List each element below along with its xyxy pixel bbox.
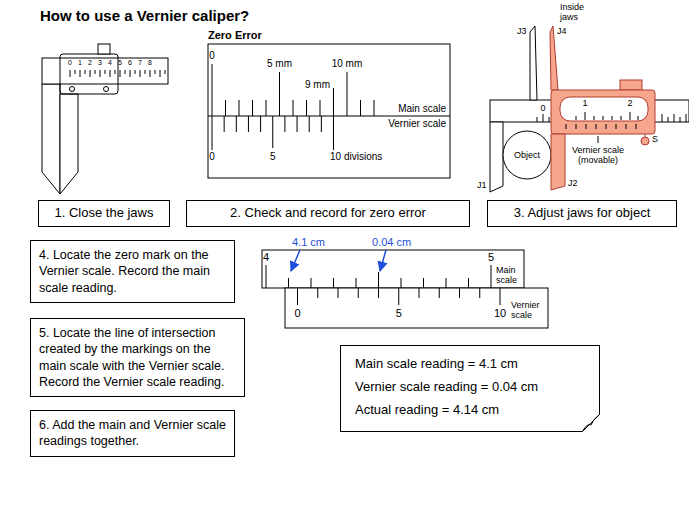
caption-text: 1. Close the jaws <box>55 205 154 222</box>
main-scale-ticks <box>212 64 374 150</box>
scale-name: Vernier scale <box>511 300 545 321</box>
scale-number: 5 <box>396 307 402 320</box>
scale-number: 0 <box>209 151 215 163</box>
reading-callout: 0.04 cm <box>372 236 411 249</box>
jaw-label: J3 <box>517 26 527 36</box>
caption-box: 3. Adjust jaws for object <box>487 200 677 227</box>
scale-name: Vernier scale <box>388 118 446 130</box>
reading-text: Main scale reading = 4.1 cm <box>355 356 585 373</box>
scale-name: Main scale <box>496 265 524 286</box>
vernier-reading-example <box>262 250 548 328</box>
scale-number: 5 <box>270 151 276 163</box>
scale-divider <box>208 116 450 117</box>
scale-number: 2 <box>88 59 92 67</box>
fold-curl <box>583 414 600 431</box>
scale-window <box>560 97 648 121</box>
main-scale-ticks <box>266 265 491 288</box>
part-name: Vernier scale (movable) <box>565 145 631 166</box>
caption-box: 1. Close the jaws <box>38 200 170 227</box>
thumb-knob <box>620 80 642 90</box>
fixed-jaw <box>42 84 60 194</box>
scale-number: 4 <box>263 251 269 264</box>
part-name: Inside jaws <box>560 2 600 23</box>
scale-number: 3 <box>98 59 102 67</box>
step-text: 6. Add the main and Vernier scale readin… <box>39 417 226 450</box>
leader-line <box>598 136 599 143</box>
scale-number: 9 mm <box>305 79 330 91</box>
scale-number: 10 mm <box>332 58 363 70</box>
main-scale-bar <box>262 250 524 288</box>
jaw-label: J1 <box>477 180 487 190</box>
part-name: Object <box>514 150 540 160</box>
object <box>503 131 551 179</box>
reading-arrow <box>380 250 386 271</box>
corner-mask <box>582 414 600 432</box>
figure-heading: Zero Error <box>208 29 262 42</box>
main-beam <box>42 58 168 84</box>
window-ticks <box>576 112 638 120</box>
scale-name: Main scale <box>398 103 446 115</box>
scale-number: 5 <box>118 59 122 67</box>
thumb-screw <box>98 44 110 54</box>
scale-number: 5 <box>488 251 494 264</box>
part-name: S <box>652 134 658 144</box>
scale-number: 4 <box>108 59 112 67</box>
slider <box>60 54 118 94</box>
movable-jaw <box>60 94 78 194</box>
step-box: 6. Add the main and Vernier scale readin… <box>30 410 235 457</box>
closed-caliper <box>42 44 168 194</box>
inside-jaw <box>530 26 537 100</box>
lock-screw <box>641 137 649 145</box>
scale-number: 0 <box>209 50 215 62</box>
vernier-slider-part <box>550 26 655 190</box>
step-text: 4. Locate the zero mark on the Vernier s… <box>39 247 226 296</box>
scale-number: 8 <box>148 59 152 67</box>
jaw-label: J4 <box>557 26 567 36</box>
scale-number: 0 <box>540 103 545 113</box>
folded-corner <box>582 414 600 432</box>
scale-number: 1 <box>582 98 587 108</box>
caliper-measuring-object <box>490 26 689 192</box>
reading-text: Vernier scale reading = 0.04 cm <box>355 379 585 396</box>
scale-number: 10 divisions <box>330 151 382 163</box>
reading-arrow <box>291 250 300 271</box>
caption-text: 2. Check and record for zero error <box>230 205 426 222</box>
scale-frame <box>208 44 450 178</box>
vernier-scale-ticks <box>224 116 321 148</box>
scale-number: 10 <box>494 307 506 320</box>
vernier-scale-bar <box>285 288 548 328</box>
movable-jaw <box>551 134 565 190</box>
scale-number: 1 <box>78 59 82 67</box>
scale-number: 6 <box>128 59 132 67</box>
fold-edge <box>583 414 600 431</box>
step-text: 5. Locate the line of intersection creat… <box>39 325 236 390</box>
zero-error-scale <box>208 44 450 178</box>
jaw-label: J2 <box>568 178 578 188</box>
scale-number: 2 <box>627 98 632 108</box>
slider-vernier-ticks <box>566 124 636 129</box>
screw <box>70 87 75 92</box>
caption-text: 3. Adjust jaws for object <box>514 205 651 222</box>
scale-number: 0 <box>68 59 72 67</box>
reading-text: Actual reading = 4.14 cm <box>355 402 585 419</box>
inside-jaw <box>550 26 558 90</box>
screw <box>104 87 109 92</box>
vernier-slider <box>551 90 655 134</box>
caption-box: 2. Check and record for zero error <box>186 200 470 227</box>
scale-number: 0 <box>294 307 300 320</box>
vernier-scale-ticks <box>298 288 501 305</box>
fixed-jaw <box>490 122 503 192</box>
page-title: How to use a Vernier caliper? <box>40 7 249 24</box>
scale-number: 5 mm <box>267 58 292 70</box>
step-box: 4. Locate the zero mark on the Vernier s… <box>30 240 235 303</box>
scale-number: 7 <box>138 59 142 67</box>
reading-note: Main scale reading = 4.1 cm Vernier scale… <box>340 345 600 432</box>
reading-callout: 4.1 cm <box>292 236 325 249</box>
step-box: 5. Locate the line of intersection creat… <box>30 318 245 397</box>
